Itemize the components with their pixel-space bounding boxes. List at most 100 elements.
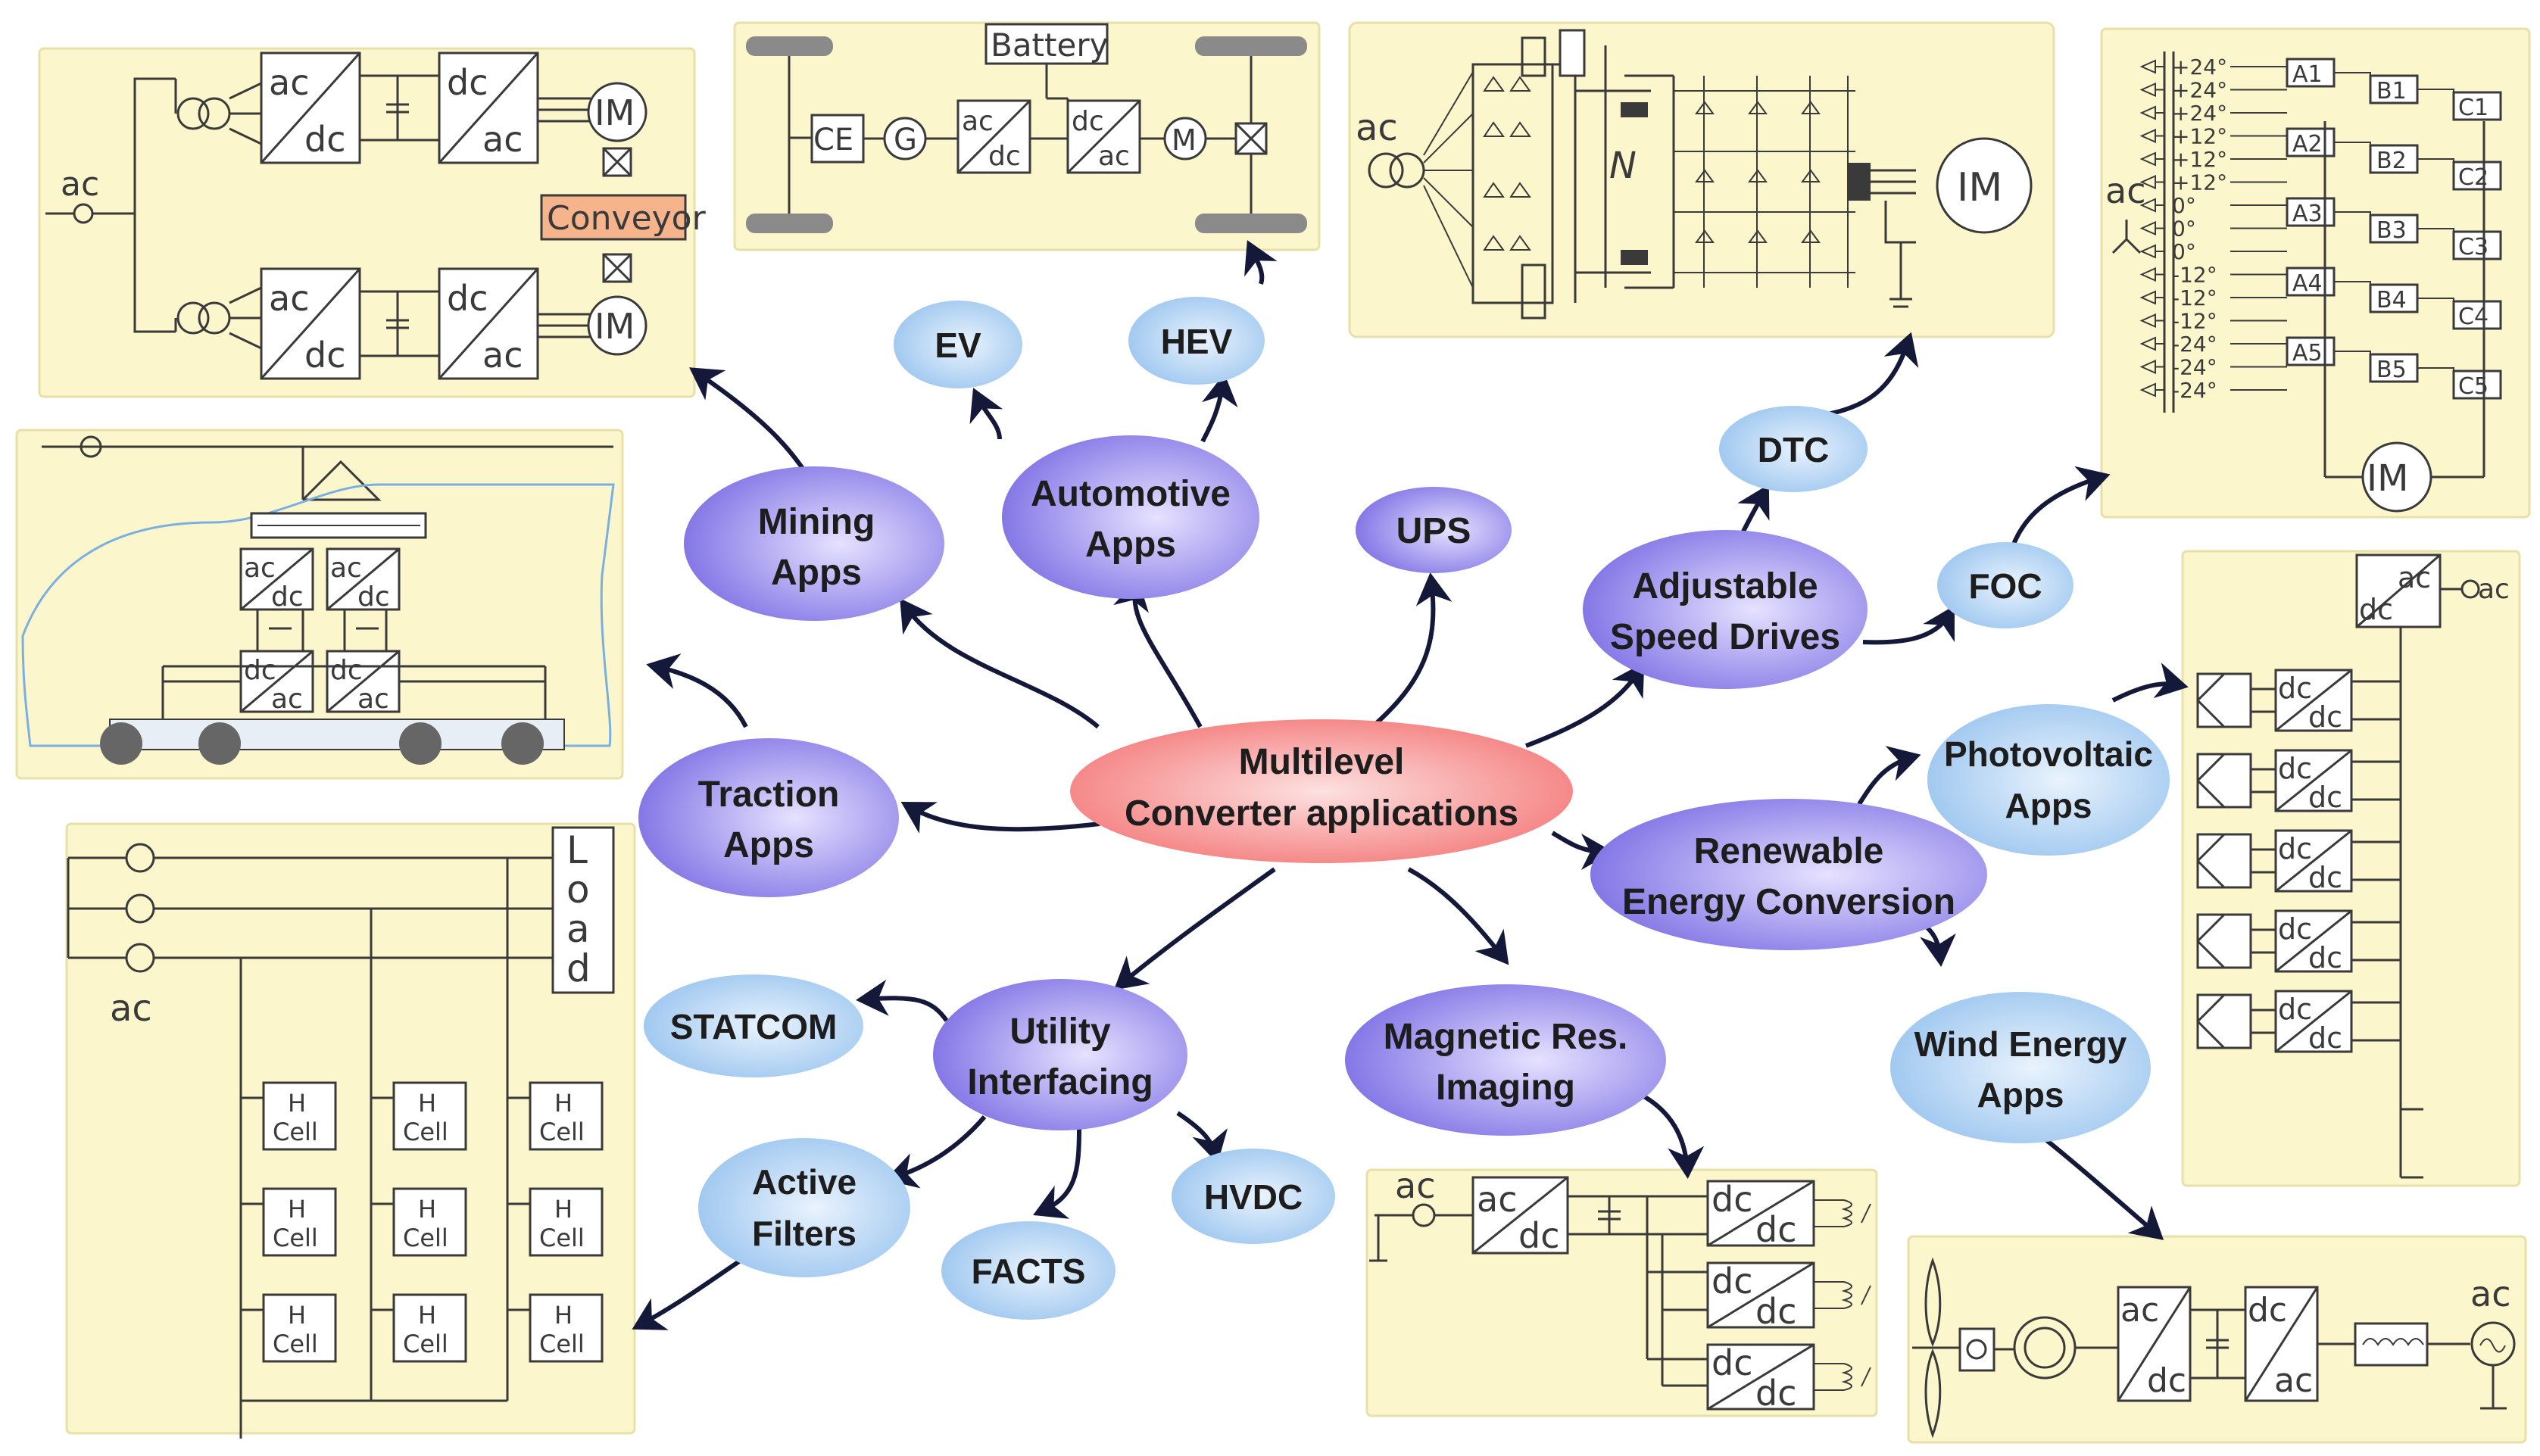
cell-b-label: B5 xyxy=(2376,357,2407,383)
mining-ac-label: ac xyxy=(61,165,99,204)
hcell-cell-label: Cell xyxy=(403,1118,448,1146)
wind-line1: Wind Energy xyxy=(1914,1024,2127,1064)
active-filters-node: Active Filters xyxy=(698,1138,910,1277)
renewable-line2: Energy Conversion xyxy=(1622,882,1955,922)
mri-dc-in-label: dc xyxy=(1712,1261,1753,1302)
mri-dc-out-label: dc xyxy=(1755,1291,1797,1332)
mining-inv-bot-label: ac xyxy=(482,119,523,160)
hcell-cell-label: Cell xyxy=(539,1224,585,1252)
automotive-node: Automotive Apps xyxy=(1002,435,1259,599)
utility-schematic: ac L o a d HCellHCellHCellHCellHCellHCel… xyxy=(65,822,636,1439)
mining-inv-top-label: dc xyxy=(447,62,488,103)
phase-angle-label: -24° xyxy=(2172,355,2217,380)
automotive-line1: Automotive xyxy=(1031,474,1231,514)
phase-angle-label: +12° xyxy=(2172,170,2227,195)
pv-ac-label: ac xyxy=(2398,561,2431,594)
asd-line1: Adjustable xyxy=(1632,566,1818,606)
dtc-node: DTC xyxy=(1719,406,1868,492)
hvdc-node: HVDC xyxy=(1172,1149,1335,1244)
foc-ac-label: ac xyxy=(2105,170,2145,211)
center-line2: Converter applications xyxy=(1125,793,1518,834)
wind-ac2-label: ac xyxy=(2274,1361,2313,1400)
hcell-h-label: H xyxy=(554,1195,573,1224)
dtc-label: DTC xyxy=(1758,430,1830,469)
hev-label: HEV xyxy=(1161,322,1233,361)
utility-node: Utility Interfacing xyxy=(933,979,1187,1130)
wind-dc2-label: dc xyxy=(2248,1291,2287,1330)
statcom-label: STATCOM xyxy=(670,1007,838,1046)
active-filters-line1: Active xyxy=(752,1162,857,1202)
wind-schematic: ac dc dc ac ac xyxy=(1907,1235,2527,1444)
g-label: G xyxy=(894,123,917,157)
statcom-node: STATCOM xyxy=(644,974,863,1077)
pv-line1: Photovoltaic xyxy=(1944,734,2153,774)
traction-dc4-label: dc xyxy=(330,655,363,686)
mining-conv-bot-label: dc xyxy=(304,119,346,160)
pv-dc-out-label: dc xyxy=(2308,781,2342,814)
phase-angle-label: +24° xyxy=(2172,78,2227,103)
cell-a-label: A2 xyxy=(2292,131,2323,157)
asd-line2: Speed Drives xyxy=(1610,617,1840,657)
traction-ac2-label: ac xyxy=(330,553,362,584)
phase-angle-label: 0° xyxy=(2172,239,2196,264)
foc-node: FOC xyxy=(1937,542,2074,628)
asd-ac-label: ac xyxy=(1356,107,1398,149)
mining-motor-bot-label: IM xyxy=(594,306,635,347)
hev-node: HEV xyxy=(1128,297,1265,385)
mining-conv-top-label: ac xyxy=(269,62,309,103)
hcell-h-label: H xyxy=(288,1195,306,1224)
battery-label: Battery xyxy=(991,27,1108,64)
pv-line2: Apps xyxy=(2005,786,2092,825)
asd-schematic: ac N IM xyxy=(1348,21,2055,338)
traction-ac4-label: ac xyxy=(357,684,389,715)
automotive-line2: Apps xyxy=(1085,525,1176,565)
phase-angle-label: +12° xyxy=(2172,147,2227,172)
pv-dc-in-label: dc xyxy=(2278,993,2312,1026)
pv-dc-in-label: dc xyxy=(2278,752,2312,785)
wind-dc-label: dc xyxy=(2147,1361,2186,1400)
hcell-cell-label: Cell xyxy=(403,1330,448,1358)
mining-conv2-bot-label: dc xyxy=(304,335,346,376)
pv-dc-out-label: dc xyxy=(2308,1021,2342,1055)
mining-motor-top-label: IM xyxy=(594,92,635,133)
hcell-cell-label: Cell xyxy=(539,1118,585,1146)
ups-node: UPS xyxy=(1356,487,1512,573)
wind-line2: Apps xyxy=(1977,1075,2064,1115)
traction-line1: Traction xyxy=(698,775,840,815)
ev-node: EV xyxy=(894,301,1022,388)
hcell-cell-label: Cell xyxy=(539,1330,585,1358)
pv-dc-out-label: dc xyxy=(2308,941,2342,974)
pv-dc-in-label: dc xyxy=(2278,832,2312,865)
auto-ac-label: ac xyxy=(962,106,994,137)
phase-angle-label: +24° xyxy=(2172,101,2227,126)
pv-dc-out-label: dc xyxy=(2308,861,2342,894)
ev-label: EV xyxy=(935,326,981,365)
pv-dc-in-label: dc xyxy=(2278,912,2312,946)
mri-conv-ac-label: ac xyxy=(1477,1179,1517,1220)
phase-angle-label: 0° xyxy=(2172,193,2196,218)
cell-b-label: B3 xyxy=(2376,217,2407,244)
hcell-h-label: H xyxy=(288,1089,306,1118)
cell-b-label: B1 xyxy=(2376,78,2407,104)
wind-node: Wind Energy Apps xyxy=(1890,992,2151,1143)
renewable-line1: Renewable xyxy=(1694,831,1884,871)
phase-angle-label: 0° xyxy=(2172,217,2196,242)
mining-line2: Apps xyxy=(771,553,862,593)
foc-motor-label: IM xyxy=(2367,457,2409,500)
mri-dc-in-label: dc xyxy=(1712,1342,1753,1383)
load-o: o xyxy=(566,868,590,912)
traction-dc1-label: dc xyxy=(271,581,304,613)
mri-conv-dc-label: dc xyxy=(1518,1215,1560,1256)
utility-line2: Interfacing xyxy=(967,1062,1153,1102)
hcell-h-label: H xyxy=(554,1301,573,1330)
facts-label: FACTS xyxy=(972,1252,1086,1291)
phase-angle-label: +12° xyxy=(2172,124,2227,149)
asd-n-label: N xyxy=(1609,145,1637,187)
mri-ac-label: ac xyxy=(1395,1165,1435,1206)
renewable-node: Renewable Energy Conversion xyxy=(1590,799,1987,950)
phase-angle-label: -12° xyxy=(2172,285,2217,310)
ups-label: UPS xyxy=(1396,511,1471,551)
